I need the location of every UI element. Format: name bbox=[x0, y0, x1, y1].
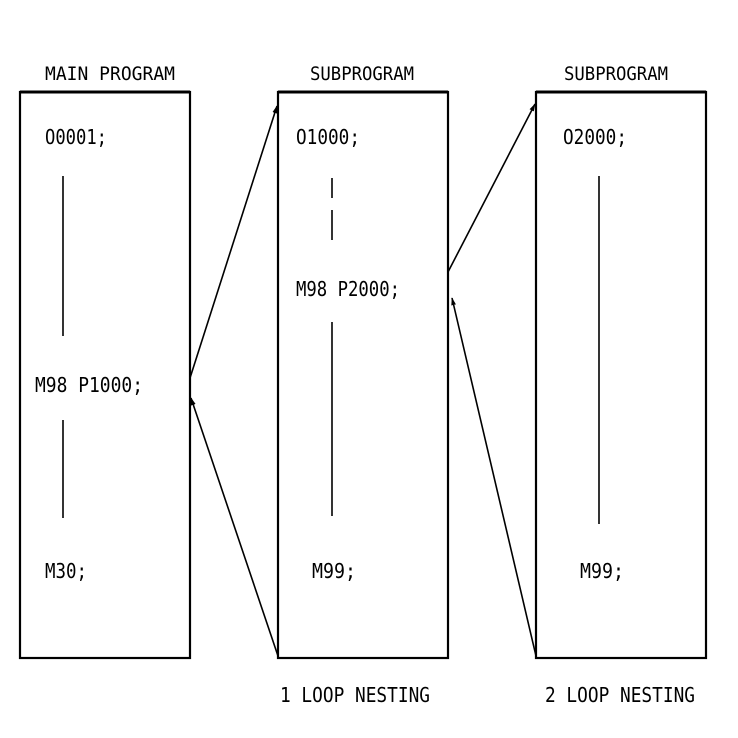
return-arrow-sub1-to-main bbox=[190, 397, 279, 657]
subprogram-1-box bbox=[276, 90, 450, 660]
main-program-call: M98 P1000; bbox=[35, 373, 143, 397]
subprogram-1-number: O1000; bbox=[296, 125, 360, 149]
subprogram-2-number: O2000; bbox=[563, 125, 627, 149]
main-program-box bbox=[18, 90, 192, 660]
return-arrow-sub2-to-sub1 bbox=[451, 297, 537, 657]
main-program-title: MAIN PROGRAM bbox=[45, 63, 175, 85]
subprogram-1-call: M98 P2000; bbox=[296, 277, 400, 301]
subprogram-2-title: SUBPROGRAM bbox=[564, 63, 668, 85]
subprogram-2-block: SUBPROGRAM O2000; M99; 2 LOOP NESTING bbox=[534, 63, 708, 707]
subprogram-2-caption: 2 LOOP NESTING bbox=[545, 683, 695, 707]
subprogram-1-end: M99; bbox=[312, 559, 356, 583]
subprogram-1-block: SUBPROGRAM O1000; M98 P2000; M99; 1 LOOP… bbox=[276, 63, 450, 707]
subprogram-1-title: SUBPROGRAM bbox=[310, 63, 414, 85]
call-arrow-main-to-sub1 bbox=[189, 105, 278, 379]
subprogram-2-end: M99; bbox=[580, 559, 624, 583]
main-program-end: M30; bbox=[45, 559, 87, 583]
main-program-block: MAIN PROGRAM O0001; M98 P1000; M30; bbox=[18, 63, 192, 660]
subprogram-2-box bbox=[534, 90, 708, 660]
subprogram-1-caption: 1 LOOP NESTING bbox=[280, 683, 430, 707]
main-program-number: O0001; bbox=[45, 125, 107, 149]
call-arrow-sub1-to-sub2 bbox=[447, 103, 536, 273]
